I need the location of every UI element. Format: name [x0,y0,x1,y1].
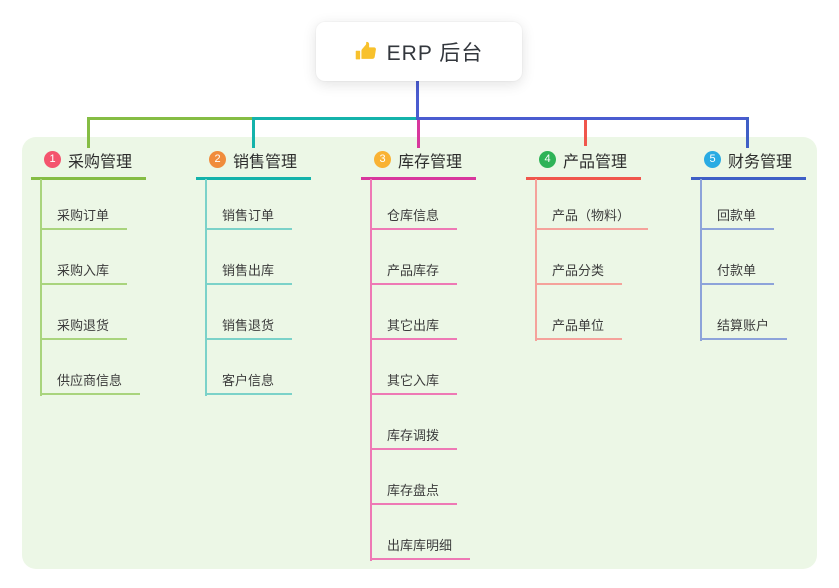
child-node[interactable]: 销售出库 [205,230,293,285]
child-label: 销售出库 [222,262,275,278]
connector-horizontal-right-blue [416,117,749,120]
root-node-title: ERP 后台 [386,41,484,65]
branch-label: 销售管理 [233,153,298,171]
child-label: 销售退货 [222,317,275,333]
connector-drop-branch-2 [252,117,255,148]
child-node[interactable]: 其它出库 [370,285,458,340]
connector-drop-branch-4 [584,120,587,146]
branch-label: 财务管理 [728,153,793,171]
child-node[interactable]: 产品（物料） [535,180,649,230]
child-node[interactable]: 出库库明细 [370,505,471,560]
child-node[interactable]: 产品单位 [535,285,623,340]
child-label: 采购订单 [57,207,110,223]
branch-number-badge: 3 [374,151,391,168]
connector-horizontal-mid-teal [252,117,418,120]
connector-horizontal-left-green [87,117,254,120]
child-node[interactable]: 销售退货 [205,285,293,340]
thumbs-up-icon [355,41,377,63]
child-label: 其它出库 [387,317,440,333]
child-node[interactable]: 仓库信息 [370,180,458,230]
branch-finance-management: 5 财务管理 回款单 付款单 结算账户 [691,149,839,341]
child-label: 产品单位 [552,317,605,333]
child-node[interactable]: 库存盘点 [370,450,458,505]
child-label: 库存盘点 [387,482,440,498]
child-label: 客户信息 [222,372,275,388]
branch-inventory-management: 3 库存管理 仓库信息 产品库存 其它出库 其它入库 库存调拨 库存盘点 出库库… [361,149,526,561]
child-node[interactable]: 采购订单 [40,180,128,230]
branch-product-management: 4 产品管理 产品（物料） 产品分类 产品单位 [526,149,691,341]
connector-drop-branch-3 [417,120,420,148]
branch-spine-line [40,179,42,396]
child-label: 供应商信息 [57,372,123,388]
branch-label: 库存管理 [398,153,463,171]
branch-number-badge: 5 [704,151,721,168]
branch-node-inventory[interactable]: 3 库存管理 [361,150,476,180]
child-label: 采购退货 [57,317,110,333]
branch-spine-line [535,179,537,341]
connector-drop-branch-1 [87,117,90,148]
child-node[interactable]: 结算账户 [700,285,788,340]
child-node[interactable]: 付款单 [700,230,775,285]
branch-node-sales[interactable]: 2 销售管理 [196,150,311,180]
branches-background-panel [22,137,817,569]
branch-node-purchase[interactable]: 1 采购管理 [31,150,146,180]
branch-number-badge: 1 [44,151,61,168]
child-label: 出库库明细 [387,537,453,553]
child-node[interactable]: 产品库存 [370,230,458,285]
connector-drop-branch-5 [746,117,749,148]
branch-spine-line [700,179,702,341]
child-label: 仓库信息 [387,207,440,223]
child-label: 其它入库 [387,372,440,388]
branch-purchase-management: 1 采购管理 采购订单 采购入库 采购退货 供应商信息 [31,149,196,396]
branch-label: 采购管理 [68,153,133,171]
child-label: 销售订单 [222,207,275,223]
branch-spine-line [370,179,372,561]
child-label: 产品分类 [552,262,605,278]
root-node[interactable]: ERP 后台 [316,22,522,81]
branch-number-badge: 2 [209,151,226,168]
child-node[interactable]: 库存调拨 [370,395,458,450]
child-node[interactable]: 客户信息 [205,340,293,395]
branch-node-product[interactable]: 4 产品管理 [526,150,641,180]
child-label: 产品（物料） [552,207,631,223]
child-label: 库存调拨 [387,427,440,443]
branch-number-badge: 4 [539,151,556,168]
child-node[interactable]: 销售订单 [205,180,293,230]
branch-node-finance[interactable]: 5 财务管理 [691,150,806,180]
child-node[interactable]: 采购入库 [40,230,128,285]
child-node[interactable]: 其它入库 [370,340,458,395]
branch-spine-line [205,179,207,396]
child-node[interactable]: 回款单 [700,180,775,230]
child-label: 产品库存 [387,262,440,278]
connector-root-vertical [416,81,419,119]
child-label: 付款单 [717,262,757,278]
child-label: 采购入库 [57,262,110,278]
child-label: 结算账户 [717,317,770,333]
child-node[interactable]: 采购退货 [40,285,128,340]
child-node[interactable]: 供应商信息 [40,340,141,395]
branch-sales-management: 2 销售管理 销售订单 销售出库 销售退货 客户信息 [196,149,361,396]
child-label: 回款单 [717,207,757,223]
child-node[interactable]: 产品分类 [535,230,623,285]
branch-label: 产品管理 [563,153,628,171]
